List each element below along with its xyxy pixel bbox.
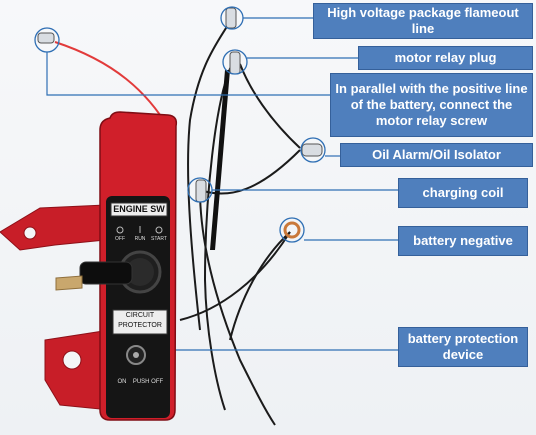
- label-high-voltage: High voltage package flameout line: [313, 3, 533, 39]
- push-off-text: PUSH OFF: [132, 379, 164, 385]
- start-indicator: [155, 226, 163, 234]
- off-text: OFF: [115, 236, 125, 242]
- ignition-switch: [126, 258, 154, 286]
- label-oil-alarm: Oil Alarm/Oil Isolator: [340, 143, 533, 167]
- bracket-hole-bottom: [62, 350, 82, 370]
- callout-circle-oil-alarm: [300, 137, 326, 163]
- bracket-hole-top: [23, 226, 37, 240]
- protector-button-center: [133, 352, 139, 358]
- switch-panel-face: [106, 196, 170, 418]
- connector-high-voltage: [225, 7, 237, 29]
- label-charging-coil: charging coil: [398, 178, 528, 208]
- leader-parallel-positive: [46, 52, 330, 96]
- connector-motor-relay: [229, 51, 241, 75]
- start-text: START: [151, 236, 167, 242]
- label-battery-negative: battery negative: [398, 226, 528, 256]
- wire-black-6: [229, 231, 291, 341]
- ignition-key: [79, 261, 133, 285]
- engine-sw-text: ENGINE SW: [113, 204, 165, 214]
- wire-black-1: [187, 17, 233, 331]
- circuit-protector-text-2: PROTECTOR: [118, 322, 162, 329]
- connector-top-left: [37, 32, 55, 44]
- on-text: ON: [117, 379, 127, 385]
- run-text: RUN: [134, 236, 146, 242]
- mounting-bracket-top: [0, 204, 106, 251]
- key-blade: [55, 275, 83, 291]
- label-battery-protection: battery protection device: [398, 327, 528, 367]
- ring-battery-negative: [283, 221, 301, 239]
- circuit-protector-text-1: CIRCUIT: [125, 312, 155, 319]
- mounting-bracket-bottom: [44, 329, 111, 411]
- engine-sw-plate: [110, 202, 168, 217]
- off-indicator: [116, 226, 124, 234]
- label-parallel-positive: In parallel with the positive line of th…: [330, 73, 533, 137]
- connector-charging-coil: [195, 179, 207, 203]
- callout-circle-battery-negative: [279, 217, 305, 243]
- wire-black-5: [199, 189, 276, 426]
- wire-black-3: [203, 63, 233, 411]
- connector-oil-alarm: [301, 143, 323, 157]
- circuit-protector-plate: [112, 309, 168, 335]
- wire-black-2: [239, 63, 301, 149]
- wire-black-7: [179, 231, 291, 321]
- wire-conduit: [210, 70, 230, 250]
- callout-circle-motor-relay: [222, 49, 248, 75]
- wire-black-4: [199, 149, 301, 195]
- label-motor-relay-plug: motor relay plug: [358, 46, 533, 70]
